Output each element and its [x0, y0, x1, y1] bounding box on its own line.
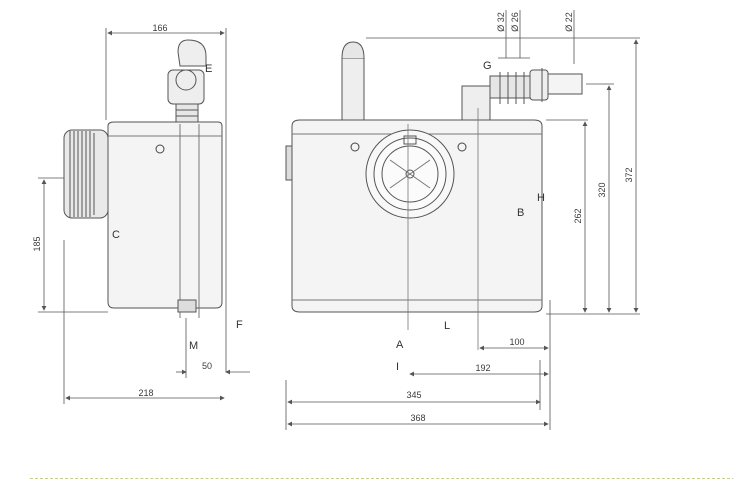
dim-192: 192: [475, 363, 490, 373]
toilet-inlet-port: [365, 129, 455, 219]
dim-diameter-22: Ø 22: [564, 12, 574, 32]
callout-l: L: [444, 320, 450, 332]
dim-368: 368: [410, 413, 425, 423]
callout-a: A: [396, 339, 404, 351]
vent-elbow: [167, 39, 207, 123]
front-dimensions: [285, 10, 640, 430]
dim-50: 50: [202, 361, 212, 371]
side-dimensions: [38, 28, 250, 404]
side-body: [107, 121, 223, 309]
outlet-fitting: [461, 68, 583, 121]
dim-166: 166: [152, 23, 167, 33]
dim-345: 345: [406, 390, 421, 400]
inlet-bellows: [63, 129, 109, 219]
dim-372: 372: [624, 167, 634, 182]
side-view: [63, 39, 223, 318]
dim-100: 100: [509, 337, 524, 347]
callout-e: E: [205, 63, 212, 75]
callout-b: B: [517, 207, 524, 219]
callout-m: M: [189, 340, 198, 352]
section-divider: [30, 478, 733, 479]
dim-320: 320: [597, 182, 607, 197]
callout-h: H: [537, 192, 545, 204]
dim-185: 185: [32, 236, 42, 251]
callout-f: F: [236, 319, 243, 331]
dim-diameter-26: Ø 26: [510, 12, 520, 32]
callout-g: G: [483, 60, 492, 72]
dim-diameter-32: Ø 32: [496, 12, 506, 32]
vent-pipe: [341, 57, 365, 125]
front-view: [285, 41, 583, 350]
callout-c: C: [112, 229, 120, 241]
callout-i: I: [396, 361, 399, 373]
dim-218: 218: [138, 388, 153, 398]
dim-262: 262: [573, 208, 583, 223]
